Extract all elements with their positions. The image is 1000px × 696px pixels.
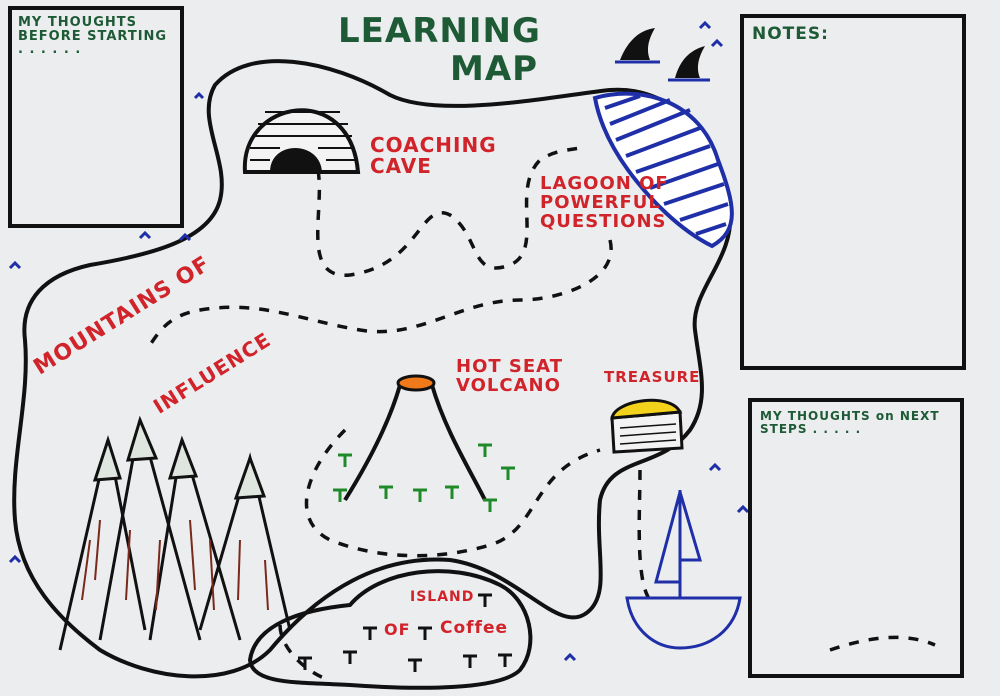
thoughts-before-label: MY THOUGHTS BEFORE STARTING . . . . . . [18, 15, 168, 58]
notes-label: NOTES: [752, 24, 829, 44]
sailboat-drawing [625, 490, 742, 650]
trail-path-3 [304, 428, 601, 558]
thoughts-next-panel[interactable]: MY THOUGHTS on NEXT STEPS . . . . . [748, 398, 964, 678]
coaching-cave-drawing [242, 108, 361, 174]
coaching-cave-label: COACHING CAVE [370, 133, 497, 178]
trail-path-2 [148, 239, 613, 346]
coffee-island-label-1: ISLAND [410, 589, 475, 605]
coffee-island-label-3: Coffee [440, 618, 509, 638]
coffee-island-label-2: OF [384, 620, 411, 639]
treasure-label: TREASURE [604, 368, 701, 386]
lagoon-label: LAGOON OF POWERFUL QUESTIONS [540, 173, 669, 232]
palm-trees [333, 443, 515, 512]
treasure-chest-drawing [610, 398, 684, 454]
trail-path-4 [278, 469, 936, 682]
coffee-plants [298, 593, 512, 672]
map-title-line2: MAP [450, 49, 539, 89]
shark-fins-drawing [615, 20, 724, 82]
trail-path [316, 146, 581, 277]
water-waves [8, 91, 750, 662]
thoughts-before-panel[interactable]: MY THOUGHTS BEFORE STARTING . . . . . . [8, 6, 184, 228]
volcano-label: HOT SEAT VOLCANO [456, 356, 563, 396]
mountains-drawing [58, 415, 292, 651]
coffee-island-outline [247, 569, 533, 690]
map-title-line1: LEARNING [338, 11, 541, 51]
lagoon-drawing [592, 91, 734, 249]
notes-panel[interactable]: NOTES: [740, 14, 966, 370]
volcano-drawing [343, 374, 487, 502]
thoughts-next-label: MY THOUGHTS on NEXT STEPS . . . . . [760, 409, 940, 436]
